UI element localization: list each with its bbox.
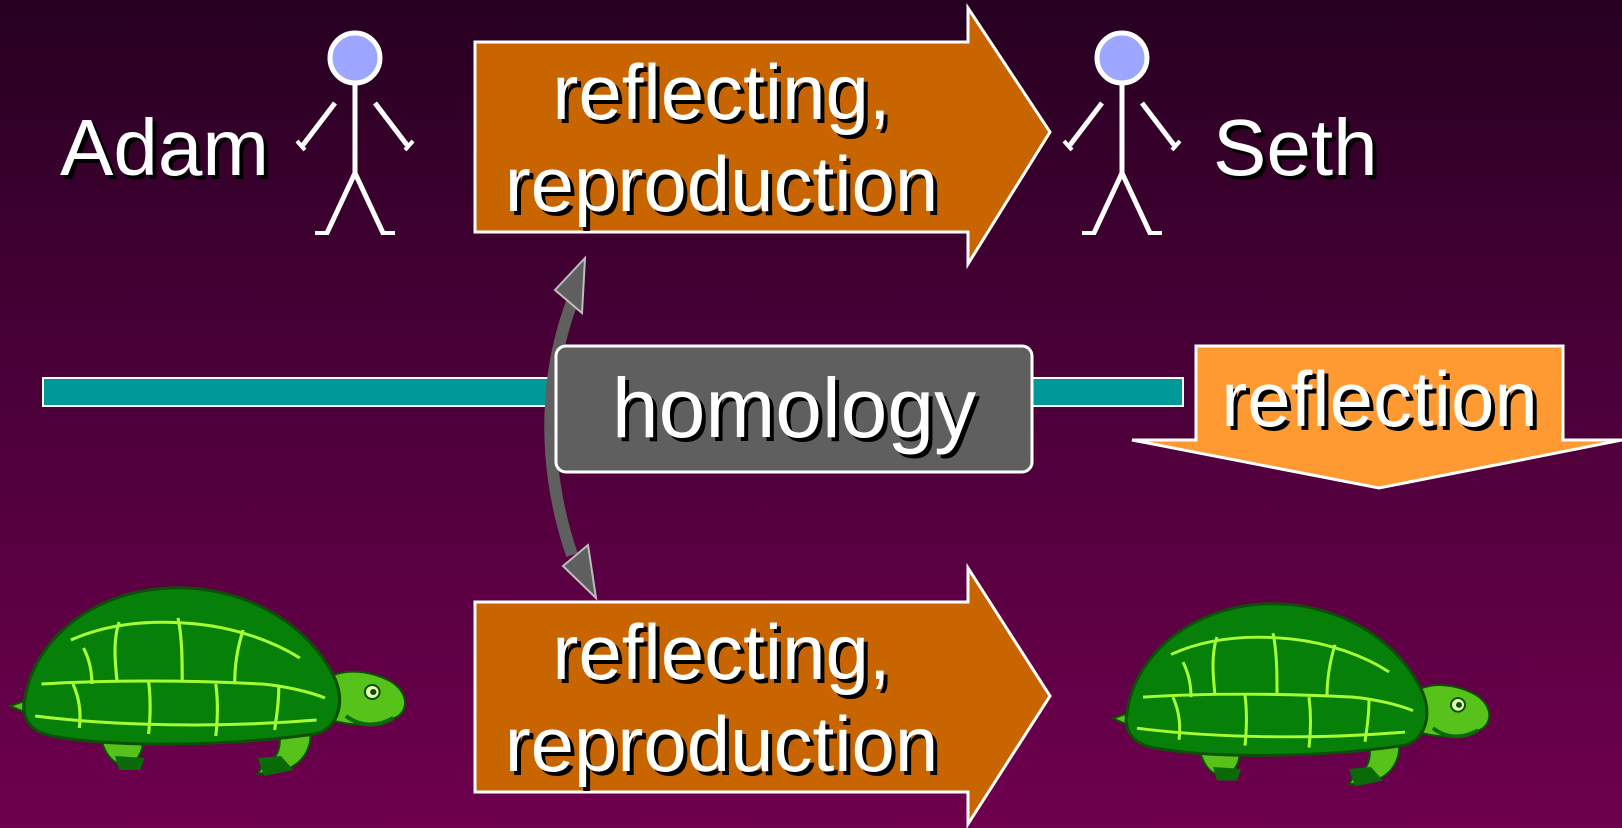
turtle-icon xyxy=(1111,601,1492,789)
stick-figure-icon xyxy=(297,33,413,233)
bottom-arrow-label: reflecting, reproduction xyxy=(475,606,968,790)
person-right-label: Seth xyxy=(1213,103,1378,192)
reflection-label: reflection xyxy=(1221,355,1538,443)
bottom-reproduction-arrow xyxy=(473,562,1052,828)
reflection-callout xyxy=(1131,344,1622,490)
curved-arrow-head-top xyxy=(553,255,587,316)
top-arrow-label: reflecting, reproduction xyxy=(475,46,968,230)
bottom-arrow-line2: reproduction xyxy=(504,700,939,788)
person-left-label: Adam xyxy=(60,103,269,192)
homology-box xyxy=(554,344,1034,474)
top-arrow-line2: reproduction xyxy=(504,140,939,228)
homology-curved-arrow xyxy=(544,299,578,557)
curved-arrow-head-bottom xyxy=(561,543,598,601)
top-arrow-line1: reflecting, xyxy=(552,48,891,136)
turtle-icon xyxy=(10,588,405,776)
stick-figure-icon xyxy=(1064,33,1180,233)
top-reproduction-arrow xyxy=(473,3,1052,270)
homology-label: homology xyxy=(611,361,977,455)
bottom-arrow-line1: reflecting, xyxy=(552,608,891,696)
